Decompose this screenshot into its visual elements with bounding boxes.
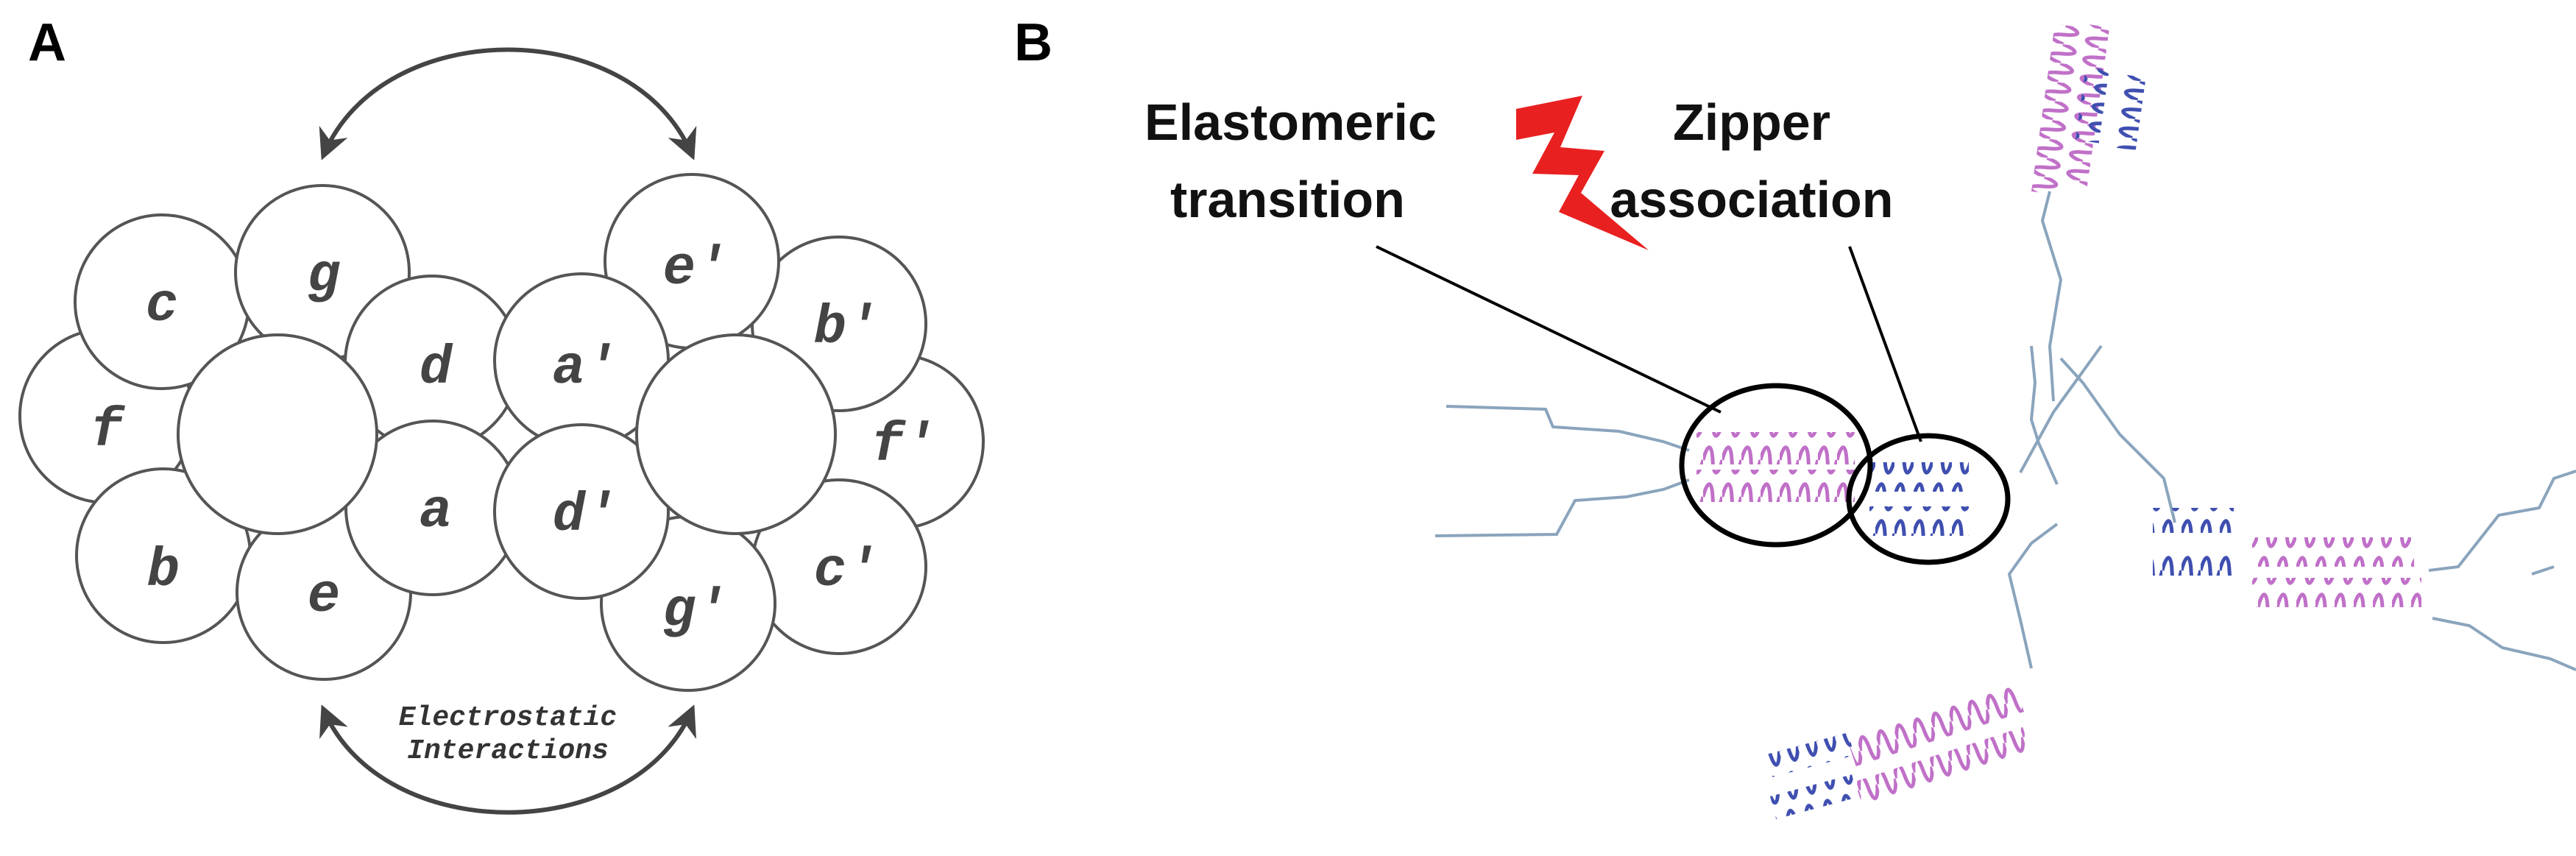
heptad-wheel-right: b′ f′ c′ e′ g′ a′ d′: [493, 173, 985, 692]
helix-blue: [1869, 506, 1969, 536]
linker-strands: [1434, 191, 2576, 671]
panel-label-b: B: [1014, 13, 1052, 72]
pointer-elastomeric: [1376, 245, 1722, 414]
helix-blue: [2112, 74, 2146, 151]
heptad-letter-f: f: [91, 400, 126, 462]
heptad-letter-g-prime: g′: [663, 581, 729, 643]
pointer-zipper: [1848, 246, 1922, 442]
helix-magenta: [2252, 537, 2414, 567]
heptad-letter-b: b: [147, 540, 180, 602]
helix-blue: [2153, 551, 2234, 576]
helix-magenta: [1696, 432, 1855, 464]
helices: [1696, 24, 2421, 819]
panel-label-a: A: [28, 13, 66, 72]
elastomeric-highlight: [1679, 383, 1873, 548]
helix-magenta: [2252, 578, 2421, 607]
heptad-letter-d-prime: d′: [553, 485, 618, 547]
helix-blue: [2076, 66, 2109, 144]
heptad-letter-d: d: [420, 338, 453, 400]
helix-blue: [1770, 774, 1858, 819]
helix-magenta: [1855, 726, 2031, 809]
helix-blue: [1869, 462, 1969, 492]
heptad-wheel-left: c f b g e d a: [18, 184, 521, 681]
bottom-arrow: [319, 704, 696, 815]
helix-magenta: [1696, 470, 1855, 502]
lightning-bolt-icon: [1516, 96, 1649, 250]
heptad-letter-b-prime: b′: [814, 297, 880, 359]
heptad-letter-f-prime: f′: [871, 415, 937, 477]
top-arrow: [319, 47, 697, 160]
heptad-letter-a: a: [420, 481, 452, 543]
interaction-label-line1: Electrostatic: [399, 702, 617, 734]
helix-blue: [2153, 508, 2234, 533]
callout-elastomeric-line1: Elastomeric: [1144, 93, 1437, 151]
heptad-letter-e: e: [308, 566, 340, 628]
wheel-circle-d-prime: [493, 423, 670, 600]
heptad-letter-c: c: [146, 275, 178, 337]
heptad-letter-c-prime: c′: [814, 540, 880, 602]
helix-magenta: [2031, 24, 2081, 196]
wheel-core-left: [177, 333, 378, 535]
callout-zipper-line1: Zipper: [1673, 93, 1830, 151]
callout-zipper-line2: association: [1610, 171, 1893, 228]
interaction-label-line2: Interactions: [407, 735, 609, 767]
wheel-core-right: [635, 333, 837, 535]
zipper-highlight: [1846, 433, 2011, 565]
heptad-letter-a-prime: a′: [553, 338, 618, 400]
helix-blue: [1766, 732, 1855, 777]
helix-magenta: [1847, 685, 2024, 767]
heptad-letter-e-prime: e′: [663, 238, 729, 300]
callout-elastomeric-line2: transition: [1170, 171, 1405, 228]
heptad-letter-g: g: [308, 246, 341, 308]
